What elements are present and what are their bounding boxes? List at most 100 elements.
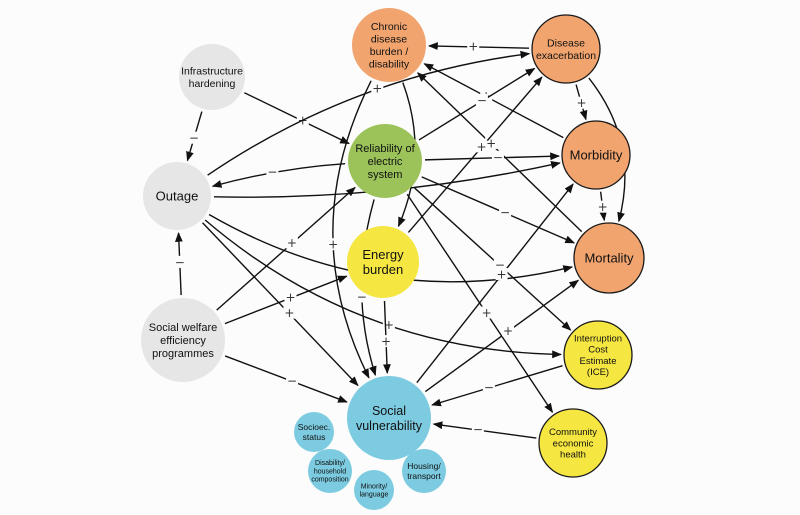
edge-outage-to-ice <box>204 219 562 359</box>
node-energy-label: Energy <box>362 247 404 262</box>
node-mortality-circle <box>573 222 645 294</box>
node-housing: Housing/transport <box>402 449 446 493</box>
edge-ice-to-social <box>431 365 563 407</box>
edge-sign-background <box>499 206 512 219</box>
node-welfare-label: efficiency <box>160 335 206 347</box>
node-community-circle <box>538 408 608 478</box>
edge-sign-label: − <box>267 165 277 179</box>
edge-reliability-to-mortality <box>421 176 576 244</box>
edge-sign-label: − <box>287 374 297 388</box>
edge-sign-label: − <box>493 150 503 164</box>
edge-sign-background <box>371 82 384 95</box>
edge-sign-background <box>502 324 515 337</box>
edge-sign-label: − <box>175 255 185 269</box>
node-housing-label: Housing/ <box>407 461 441 471</box>
node-community-label: health <box>560 450 586 461</box>
node-disease-circle <box>531 14 601 84</box>
edge-sign-background <box>596 200 609 213</box>
edge-sign-background <box>493 258 506 271</box>
edge-sign-label: + <box>468 39 478 53</box>
edge-sign-background <box>380 335 393 348</box>
node-disease-label: Disease <box>547 37 585 49</box>
edge-sign-background <box>480 306 493 319</box>
node-disability-circle <box>308 449 352 493</box>
node-outage-circle <box>143 162 211 230</box>
node-disability-label: composition <box>311 477 348 484</box>
node-disability-label: household <box>314 468 346 475</box>
node-minority-label: language <box>360 492 389 499</box>
edge-welfare-to-energy <box>224 275 348 325</box>
edge-sign-label: − <box>473 423 483 437</box>
node-ice-circle <box>563 320 633 390</box>
edge-sign-label: + <box>576 96 586 110</box>
node-morbidity: Morbidity <box>561 120 631 190</box>
edge-sign-label: + <box>598 200 608 214</box>
edge-sign-label: + <box>497 267 507 281</box>
node-social-label: vulnerability <box>356 419 423 433</box>
edge-sign-label: + <box>381 335 391 349</box>
edge-sign-background <box>495 267 508 280</box>
node-energy-label: burden <box>363 262 403 277</box>
edge-sign-label: − <box>484 380 494 394</box>
edge-sign-background <box>355 290 368 303</box>
node-outage: Outage <box>143 162 211 230</box>
edge-sign-background <box>173 255 186 268</box>
node-socioec-label: Socioec. <box>298 422 331 432</box>
node-chronic-label: disease <box>371 33 407 45</box>
edge-sign-background <box>575 96 588 109</box>
edge-infra-to-reliability <box>244 92 350 145</box>
edge-sign-label: − <box>477 94 487 108</box>
edge-reliability-to-outage <box>211 162 346 188</box>
node-housing-circle <box>402 449 446 493</box>
node-mortality-label: Mortality <box>584 251 634 266</box>
edge-sign-label: − <box>500 206 510 220</box>
edge-sign-label: − <box>357 290 367 304</box>
edge-reliability-to-ice <box>414 187 572 331</box>
node-social-circle <box>347 376 431 460</box>
node-socioec: Socioec.status <box>294 412 334 452</box>
edge-sign-label: + <box>503 324 513 338</box>
node-welfare-circle <box>141 298 225 382</box>
edge-community-to-social <box>432 421 537 439</box>
node-mortality: Mortality <box>573 222 645 294</box>
edge-outage-to-social <box>202 222 359 387</box>
node-chronic-label: Chronic <box>371 21 407 33</box>
node-community-label: economic <box>553 438 594 449</box>
edge-sign-label: + <box>284 306 294 320</box>
node-minority: Minority/language <box>354 470 394 510</box>
edge-sign-background <box>284 291 297 304</box>
node-ice-label: Estimate <box>580 356 617 367</box>
node-ice-label: Cost <box>588 345 608 356</box>
node-social-label: Social <box>372 404 406 418</box>
node-reliability-label: electric <box>368 156 403 168</box>
node-outage-label: Outage <box>156 189 199 204</box>
edge-sign-background <box>266 165 279 178</box>
edge-sign-label: + <box>384 318 394 332</box>
edge-welfare-to-social <box>224 355 348 403</box>
edge-morbidity-to-chronic <box>423 63 564 139</box>
node-infra-label: hardening <box>189 78 236 90</box>
edge-sign-label: − <box>189 131 199 145</box>
edge-sign-label: + <box>285 291 295 305</box>
node-socioec-label: status <box>303 432 326 442</box>
edge-sign-background <box>475 140 488 153</box>
node-reliability-circle <box>348 124 422 198</box>
edge-outage-to-disease <box>207 50 531 176</box>
edge-sign-background <box>327 238 340 251</box>
edge-sign-label: − <box>495 258 505 272</box>
node-chronic-label: disability <box>369 58 410 70</box>
edge-chronic-to-social <box>332 80 372 379</box>
node-energy-circle <box>347 226 419 298</box>
edge-sign-label: + <box>372 82 382 96</box>
